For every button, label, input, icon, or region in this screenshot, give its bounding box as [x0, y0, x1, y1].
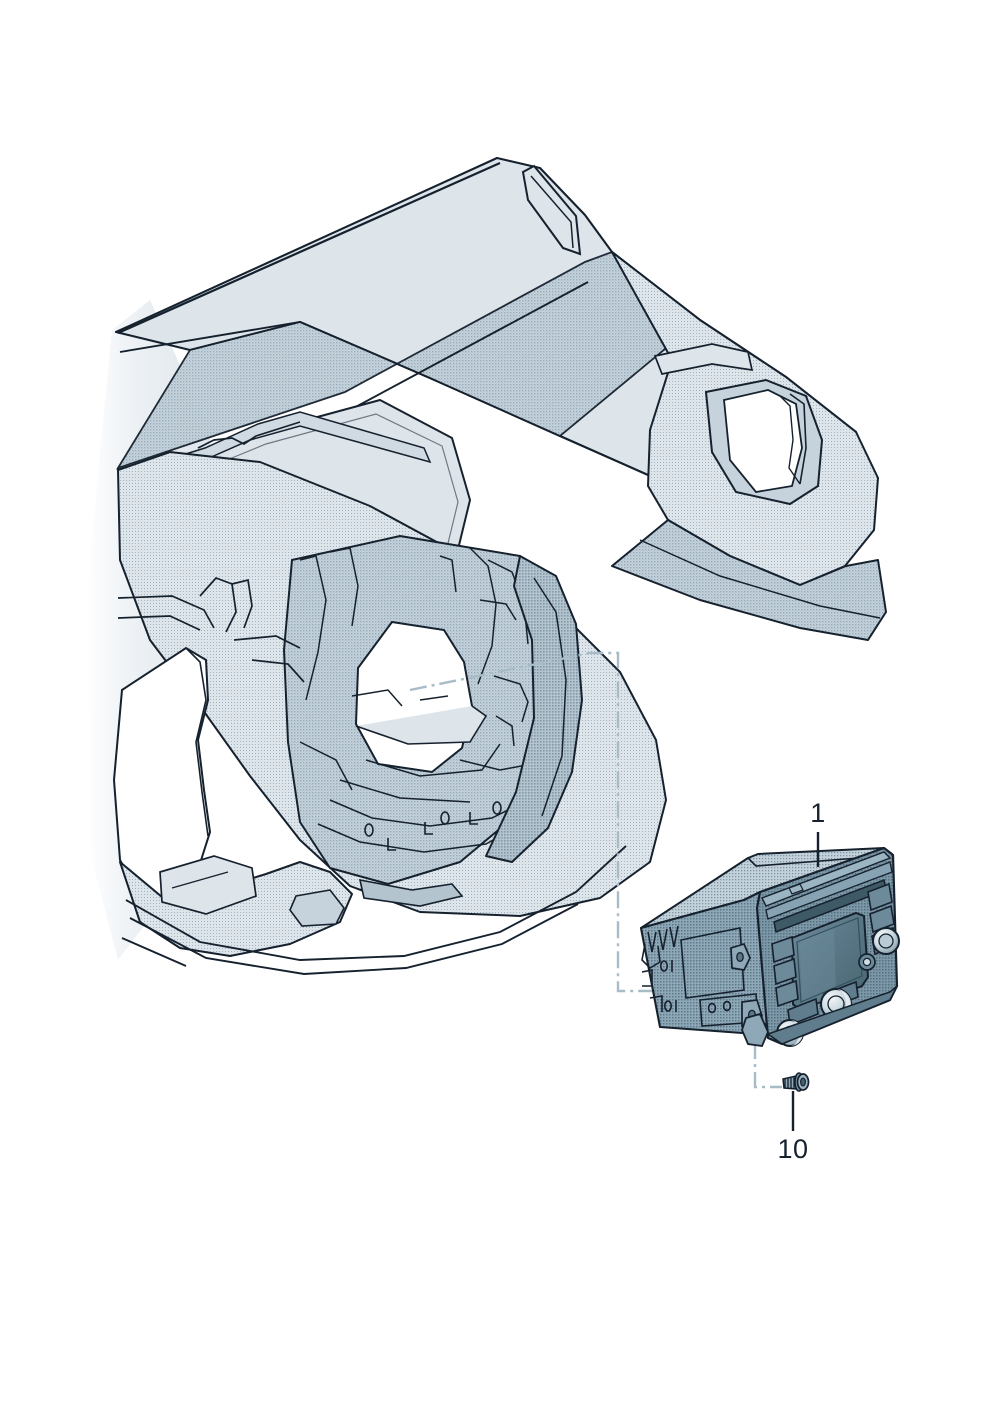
radio-head-unit — [639, 846, 900, 1047]
radio-cd-eject-mark — [788, 883, 804, 895]
dash-trim-strip — [159, 411, 432, 464]
console-column-right — [485, 555, 583, 863]
footwell-void-left-edge — [185, 647, 209, 837]
callout-1-number: 1 — [810, 798, 826, 828]
dash-upper-left-detail — [117, 576, 305, 683]
radio-left-button-stack[interactable] — [771, 935, 799, 1008]
callout-10-group: 10 — [777, 1091, 808, 1164]
radio-button-l1 — [771, 935, 795, 964]
vent-blade-right-2 — [779, 395, 801, 485]
console-column-right-seam — [533, 577, 567, 817]
radio-bezel-bottom-lip — [766, 985, 898, 1045]
footwell-void-left — [112, 646, 212, 902]
dash-lower-tab-2 — [358, 878, 464, 907]
vent-opening-right — [723, 389, 803, 493]
leader-radio-to-screw — [753, 1042, 782, 1089]
console-mount-holes — [364, 801, 502, 851]
defroster-flap-crease — [530, 175, 574, 249]
dash-notch-upper-right — [653, 343, 754, 375]
radio-small-round-button[interactable] — [858, 953, 876, 971]
radio-cutout-lip-2 — [365, 743, 501, 777]
dashboard-assembly — [86, 156, 887, 975]
screw-head-recess — [800, 1077, 806, 1087]
callout-1-group: 1 — [810, 798, 826, 867]
radio-button-r2 — [869, 904, 895, 934]
radio-mount-lug-upper-hole — [736, 951, 744, 963]
mounting-screw — [782, 1072, 810, 1092]
radio-button-r1 — [867, 882, 893, 912]
dash-lower-left-panel-line — [171, 871, 229, 889]
dash-lower-tab — [289, 889, 345, 927]
callout-10-number: 10 — [777, 1134, 808, 1164]
radio-knob-right[interactable] — [872, 927, 900, 955]
dash-lower-left-panel — [159, 855, 257, 915]
dash-bottom-rails — [121, 845, 627, 975]
dash-lower-rail-right — [611, 519, 887, 641]
radio-bezel-rim-2 — [765, 861, 893, 920]
vent-blade-right — [789, 393, 807, 485]
windshield-base-band — [115, 250, 702, 470]
radio-lower-mount-foot — [741, 1012, 769, 1047]
radio-display-screen-gloss — [800, 927, 836, 1008]
radio-display-screen-inner — [796, 917, 863, 1003]
radio-button-l3 — [775, 979, 799, 1008]
radio-button-l2 — [773, 957, 797, 986]
radio-bracket-holes — [659, 960, 732, 1014]
screw-threads — [784, 1077, 795, 1088]
dash-top-crease — [117, 161, 501, 335]
radio-chassis-top-edge — [747, 855, 885, 867]
defroster-flap — [521, 164, 582, 256]
dash-trim-strip-2 — [197, 421, 301, 449]
radio-cutout-lip — [355, 705, 488, 745]
leader-dash-to-radio — [409, 651, 700, 993]
dash-lower-rail-right-seam — [639, 539, 881, 619]
leader-lines — [409, 651, 782, 1089]
